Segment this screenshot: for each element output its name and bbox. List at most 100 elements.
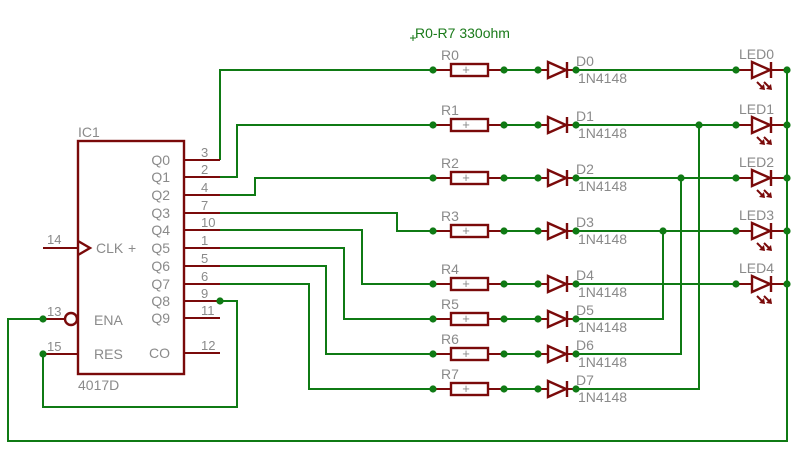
led-4 — [750, 274, 773, 294]
diode-value-label: 1N4148 — [578, 354, 627, 370]
pin-name-label: RES — [94, 346, 123, 362]
pin-name-label: Q4 — [151, 222, 170, 238]
junction-dot — [572, 227, 580, 235]
diode-d2 — [546, 168, 569, 188]
clock-triangle — [77, 239, 93, 257]
pin-number-label: 5 — [201, 251, 208, 266]
junctions — [39, 66, 791, 393]
junction-dot — [500, 174, 508, 182]
junction-dot — [677, 174, 685, 182]
led-3 — [750, 221, 773, 241]
junction-dot — [39, 315, 47, 323]
junction-dot — [732, 121, 740, 129]
junction-dot — [429, 315, 437, 323]
diode-d6 — [546, 344, 569, 364]
light-arrow-head-icon — [759, 84, 765, 90]
junction-dot — [783, 174, 791, 182]
resistor-plus-label: + — [462, 311, 470, 326]
resistor-name-label: R3 — [441, 208, 459, 224]
diode-d7 — [546, 379, 569, 399]
junction-dot — [732, 174, 740, 182]
pin-name-label: Q0 — [151, 152, 170, 168]
junction-dot — [500, 66, 508, 74]
pin-number-label: 4 — [201, 180, 208, 195]
pin-number-label: 3 — [201, 145, 208, 160]
diode-name-label: D5 — [576, 302, 594, 318]
diode-name-label: D4 — [576, 267, 594, 283]
wire-d7-merge — [576, 125, 700, 390]
diode-name-label: D0 — [576, 53, 594, 69]
resistor-plus-label: + — [462, 117, 470, 132]
diode-value-label: 1N4148 — [578, 319, 627, 335]
ic-name-label: IC1 — [78, 124, 100, 140]
junction-dot — [534, 174, 542, 182]
light-arrow-head-icon — [759, 298, 765, 304]
junction-dot — [500, 280, 508, 288]
junction-dot — [216, 297, 224, 305]
junction-dot — [732, 227, 740, 235]
junction-dot — [534, 385, 542, 393]
pin-name-label: Q1 — [151, 169, 170, 185]
pin-number-label: 1 — [201, 233, 208, 248]
pin-number-label: 14 — [47, 232, 61, 247]
pin-name-label: CLK — [96, 240, 124, 256]
junction-dot — [39, 350, 47, 358]
junction-dot — [429, 121, 437, 129]
wire-d6-merge — [576, 178, 682, 355]
inversion-bubble — [63, 311, 79, 327]
pin-name-label: Q8 — [151, 293, 170, 309]
resistor-name-label: R0 — [441, 47, 459, 63]
junction-dot — [429, 174, 437, 182]
resistor-plus-label: + — [462, 62, 470, 77]
junction-dot — [500, 385, 508, 393]
junction-dot — [429, 385, 437, 393]
wire-q4 — [220, 229, 433, 285]
wire-d5-merge — [576, 231, 664, 320]
pin-number-label: 15 — [47, 339, 61, 354]
junction-dot — [534, 280, 542, 288]
junction-dot — [534, 350, 542, 358]
pin-name-label: ENA — [94, 312, 123, 328]
junction-dot — [534, 315, 542, 323]
diode-d1 — [546, 115, 569, 135]
component-value-note: R0-R7 330ohm — [415, 25, 510, 41]
pin-name-label: Q3 — [151, 205, 170, 221]
led-2 — [750, 168, 773, 188]
light-arrow-head-icon — [759, 192, 765, 198]
pin-number-label: 10 — [201, 215, 215, 230]
resistor-name-label: R4 — [441, 261, 459, 277]
diode-value-label: 1N4148 — [578, 389, 627, 405]
junction-dot — [572, 385, 580, 393]
diode-value-label: 1N4148 — [578, 231, 627, 247]
junction-dot — [783, 227, 791, 235]
led-name-label: LED4 — [739, 260, 774, 276]
junction-dot — [572, 350, 580, 358]
pin-number-label: 11 — [201, 303, 215, 318]
diode-name-label: D1 — [576, 108, 594, 124]
wire-q3 — [220, 212, 433, 232]
light-arrow-head-icon — [766, 245, 772, 251]
diode-value-label: 1N4148 — [578, 70, 627, 86]
junction-dot — [783, 121, 791, 129]
diode-value-label: 1N4148 — [578, 178, 627, 194]
diode-d4 — [546, 274, 569, 294]
junction-dot — [429, 227, 437, 235]
ic-value-label: 4017D — [78, 377, 119, 393]
light-arrow-head-icon — [766, 298, 772, 304]
wire-q6 — [220, 265, 433, 355]
wires — [7, 69, 788, 442]
resistor-name-label: R7 — [441, 366, 459, 382]
pin-number-label: 6 — [201, 269, 208, 284]
junction-dot — [572, 315, 580, 323]
junction-dot — [659, 227, 667, 235]
resistor-name-label: R1 — [441, 102, 459, 118]
diode-d0 — [546, 60, 569, 80]
junction-dot — [500, 350, 508, 358]
led-name-label: LED3 — [739, 207, 774, 223]
ic-body — [76, 139, 186, 376]
clk-plus-label: + — [128, 240, 136, 256]
pin-name-label: Q9 — [151, 310, 170, 326]
junction-dot — [534, 66, 542, 74]
junction-dot — [783, 280, 791, 288]
